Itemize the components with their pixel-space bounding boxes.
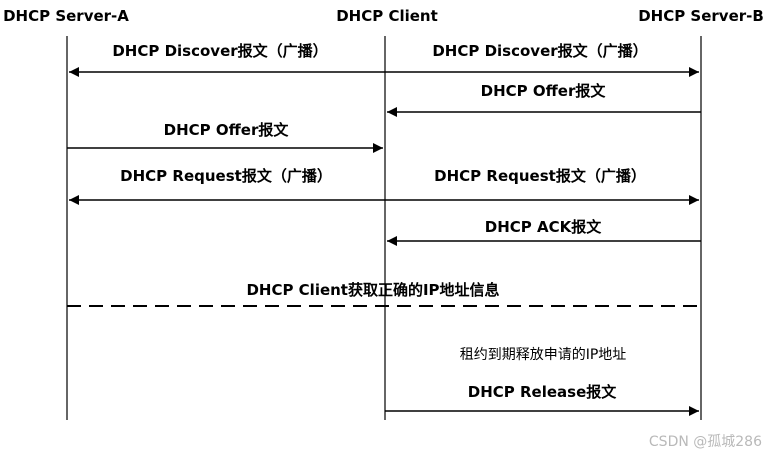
- label-lease-expire: 租约到期释放申请的IP地址: [460, 347, 627, 363]
- label-request-left: DHCP Request报文（广播）: [120, 167, 332, 185]
- label-discover-right: DHCP Discover报文（广播）: [432, 42, 647, 60]
- label-obtained-ip: DHCP Client获取正确的IP地址信息: [246, 281, 499, 299]
- watermark-text: CSDN @孤城286: [649, 434, 762, 450]
- label-release: DHCP Release报文: [468, 383, 617, 401]
- label-offer-b: DHCP Offer报文: [481, 82, 607, 100]
- participant-server-a: DHCP Server-A: [3, 7, 129, 25]
- participant-server-b: DHCP Server-B: [638, 7, 764, 25]
- label-request-right: DHCP Request报文（广播）: [434, 167, 646, 185]
- participant-client: DHCP Client: [336, 7, 438, 25]
- label-offer-a: DHCP Offer报文: [164, 121, 290, 139]
- label-discover-left: DHCP Discover报文（广播）: [112, 42, 327, 60]
- label-ack: DHCP ACK报文: [485, 218, 602, 236]
